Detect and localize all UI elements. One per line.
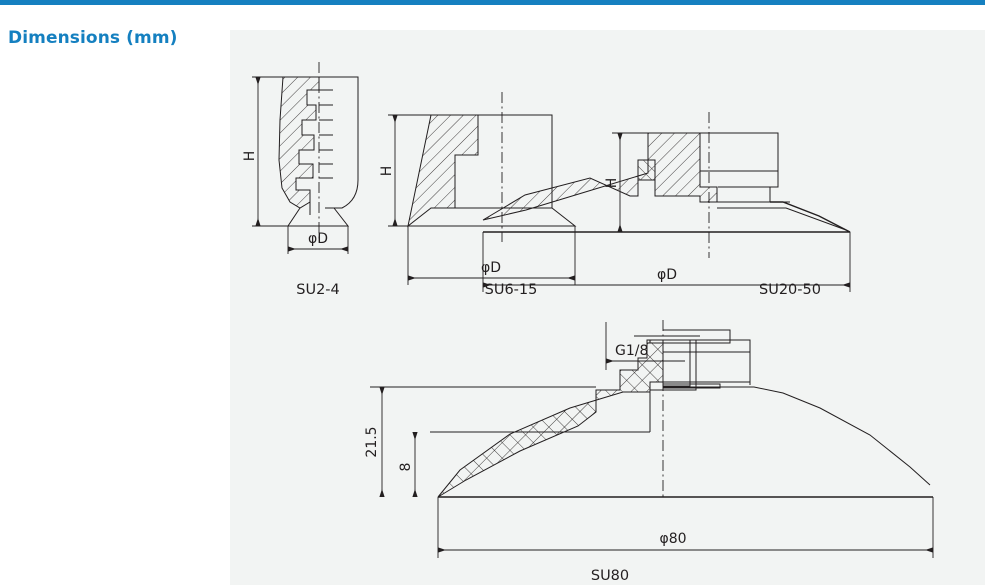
su2-4-d-label: φD	[308, 231, 328, 247]
su2-4-h-label: H	[242, 151, 258, 162]
su2-4-body-right-outline	[319, 76, 359, 209]
su80-thread-label: G1/8	[615, 343, 648, 359]
su2-4-internal-steps	[319, 89, 333, 179]
su20-50-h-label: H	[604, 178, 620, 189]
su80-hub-core	[662, 339, 691, 387]
su20-50-thread-outline	[637, 159, 656, 181]
su6-15-section-outline	[407, 114, 479, 228]
su80-hub-flange	[663, 383, 721, 389]
su80-overall-height-label: 21.5	[364, 426, 380, 457]
su2-4-lip-outline	[287, 207, 350, 227]
su80-caption: SU80	[591, 568, 629, 584]
su20-50-thread-hatch	[638, 160, 655, 180]
su80-hub-line-c	[650, 340, 697, 391]
su20-50-hub-step	[700, 170, 779, 188]
header-accent-rule	[0, 0, 985, 5]
su2-4-section-outline	[278, 76, 320, 209]
su80-nipple-top	[647, 329, 731, 344]
su6-15-h-label: H	[379, 166, 395, 177]
su2-4-caption: SU2-4	[296, 282, 340, 298]
su6-15-d-label: φD	[481, 260, 501, 276]
dimensions-drawing-panel: H φD SU2-4 H φD SU6-15	[230, 30, 985, 585]
su80-dome-upper	[663, 386, 931, 486]
su20-50-section-hatch	[483, 133, 717, 220]
su20-50-caption: SU20-50	[759, 282, 821, 298]
su2-4-section-hatch	[279, 77, 319, 208]
su20-50-hub-lower	[718, 186, 771, 203]
su20-50-lip-inner-line	[717, 207, 847, 231]
figure-su20-50: H φD SU20-50	[482, 112, 851, 298]
su20-50-hub-right	[700, 132, 779, 172]
su20-50-d-label: φD	[657, 267, 677, 283]
figure-su2-4: H φD SU2-4	[242, 62, 359, 298]
technical-drawing-canvas: H φD SU2-4 H φD SU6-15	[242, 62, 934, 584]
page-title: Dimensions (mm)	[8, 28, 178, 48]
su80-rubber-hatch	[438, 340, 663, 497]
su80-diameter-label: φ80	[659, 531, 686, 547]
su6-15-section-hatch	[408, 115, 478, 226]
su6-15-caption: SU6-15	[485, 282, 538, 298]
su80-lip-height-label: 8	[398, 463, 414, 472]
su80-hub-body	[690, 339, 751, 385]
figure-su80: 21.5 8 φ80 G1/8 SU80	[364, 320, 934, 584]
